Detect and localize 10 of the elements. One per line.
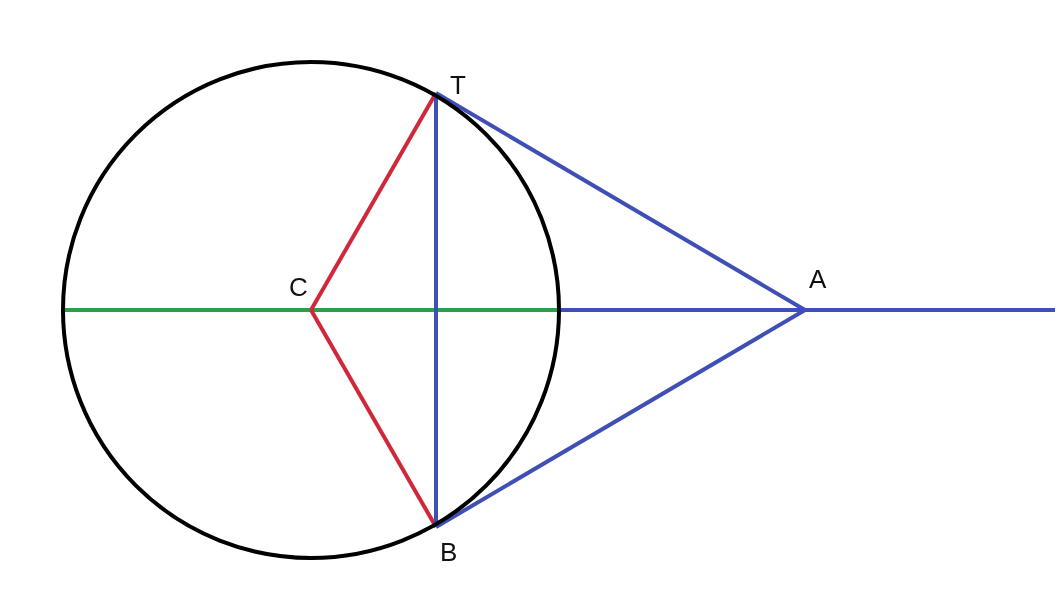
point-label: A (801, 266, 835, 314)
point-label: C (287, 274, 314, 314)
point-label: B (432, 523, 460, 565)
circle (61, 60, 561, 560)
line-segment (805, 308, 1055, 312)
line-segment (309, 92, 438, 311)
line-segment (65, 308, 311, 312)
point-label: T (432, 72, 472, 97)
line-segment (309, 309, 438, 528)
line-segment (311, 308, 560, 312)
